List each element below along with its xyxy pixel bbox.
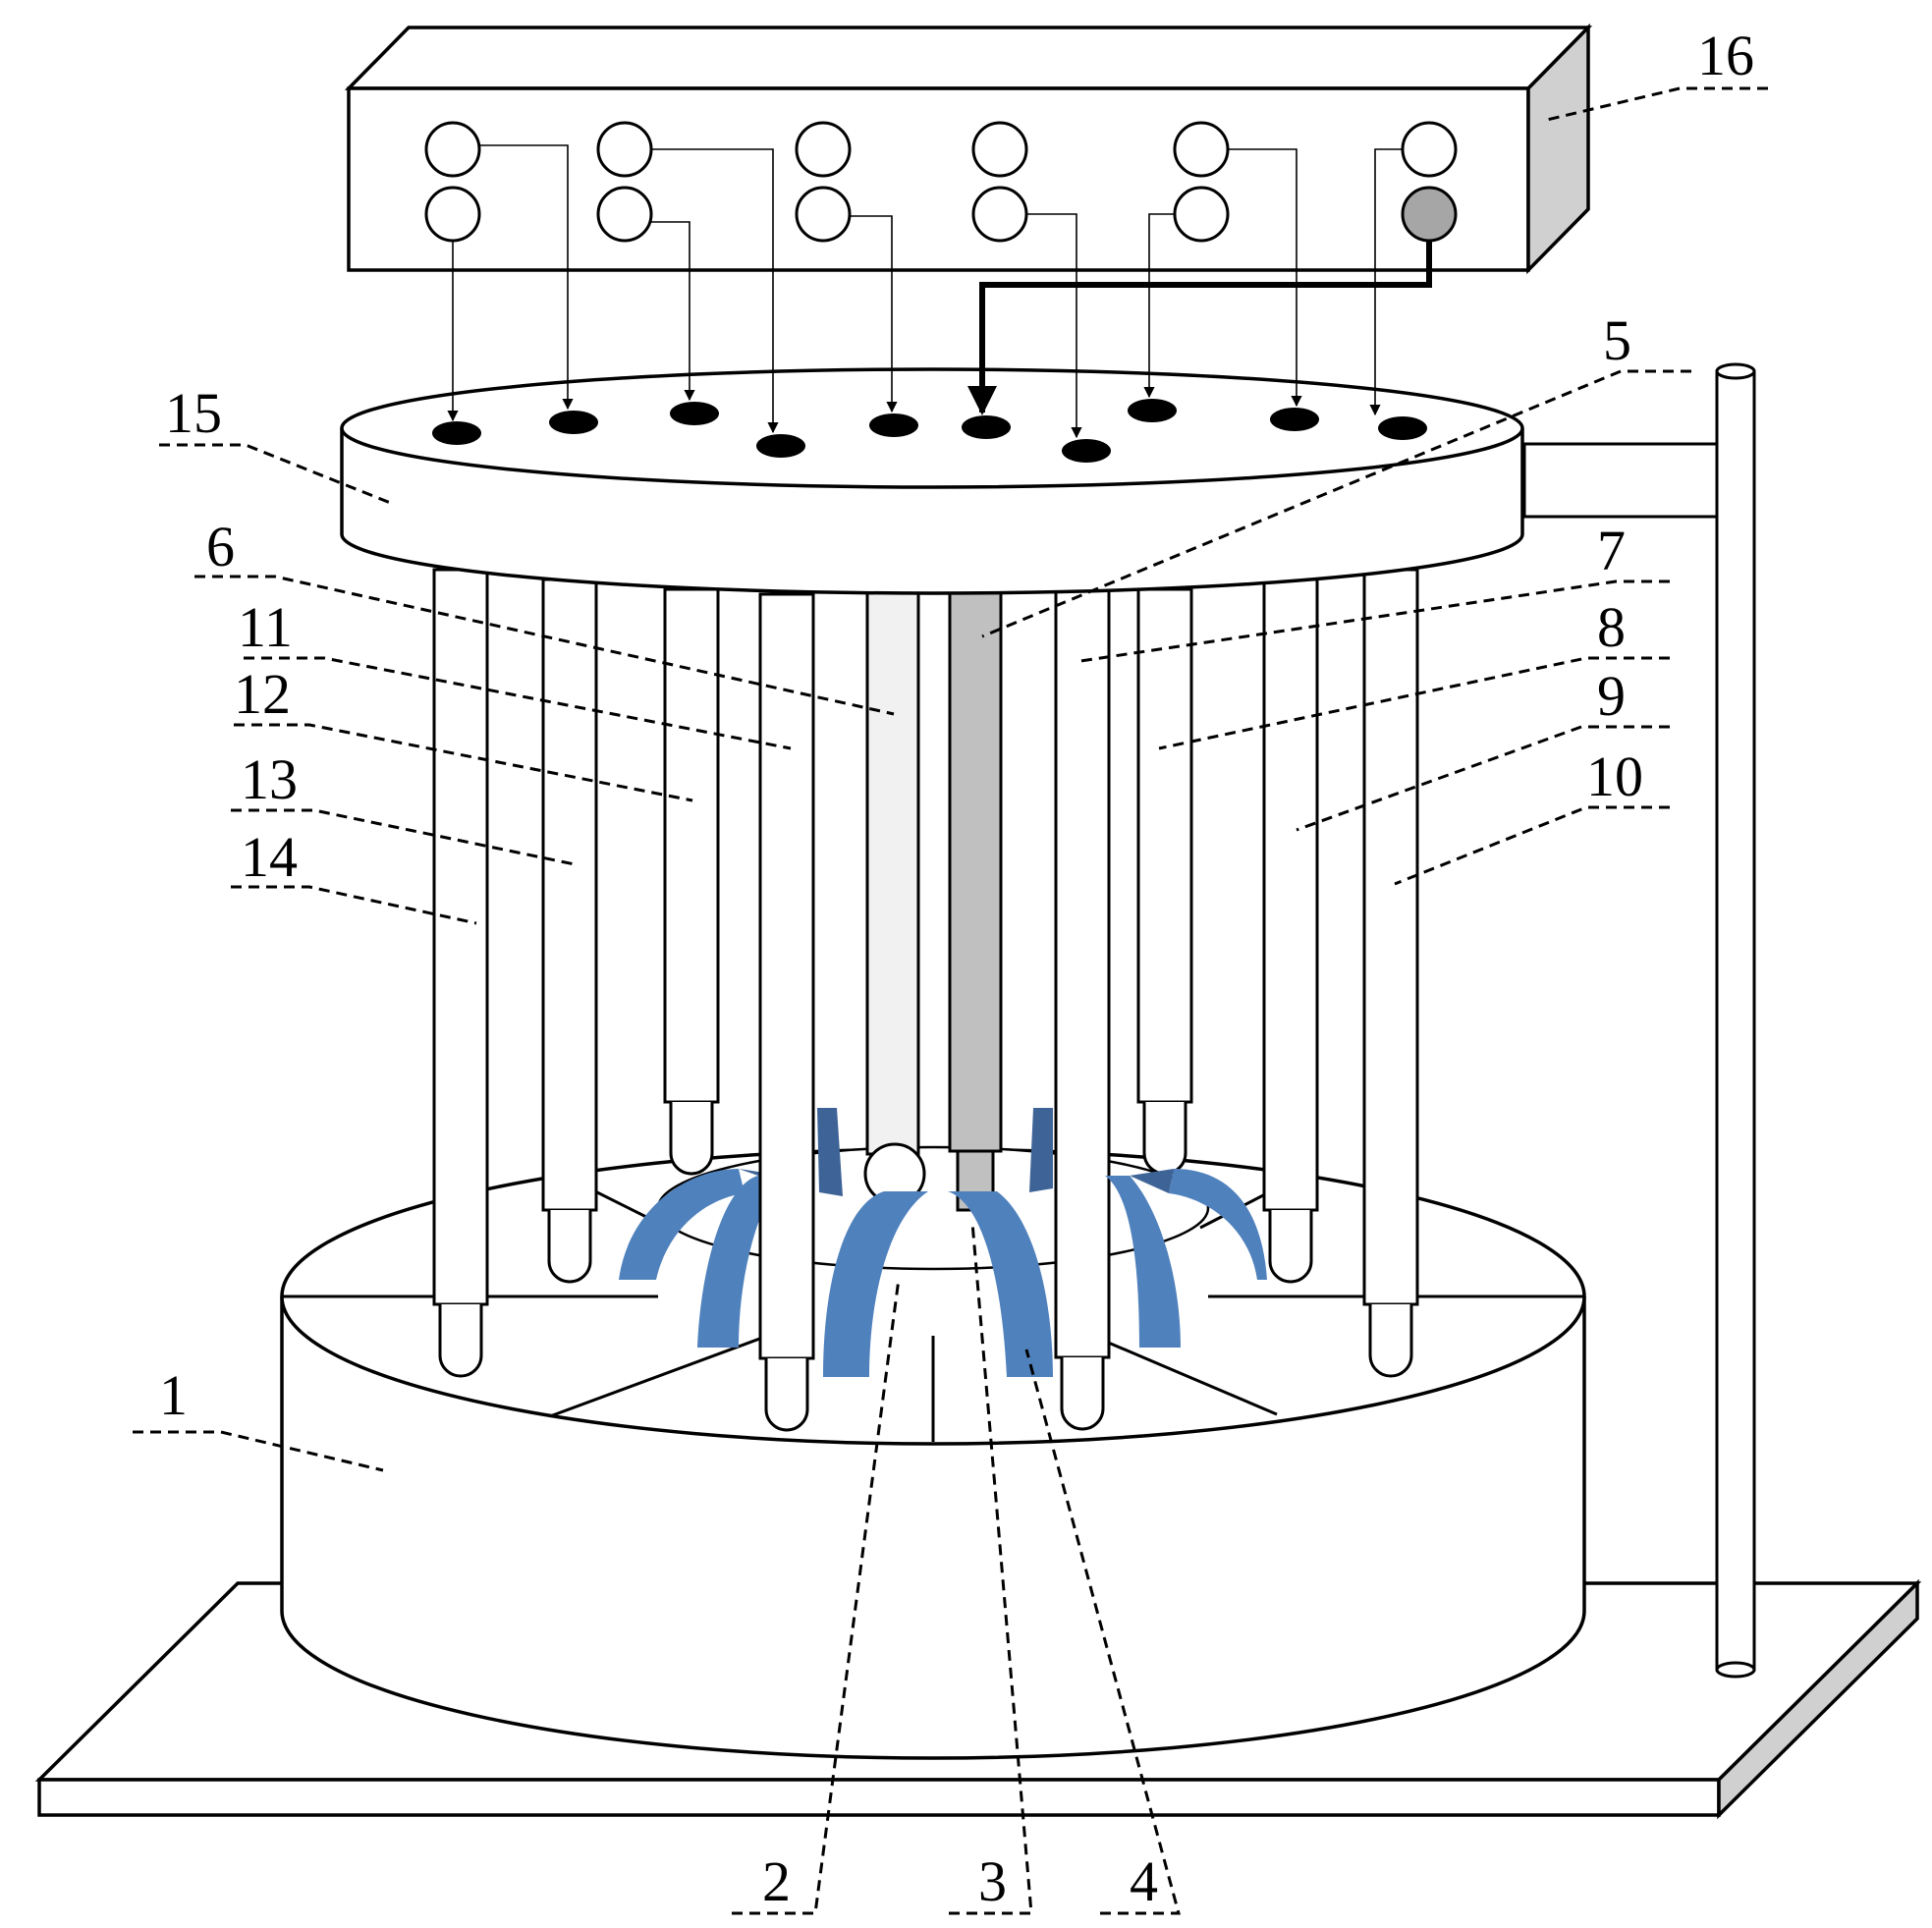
tube-14: [432, 568, 489, 1378]
label-13: 13: [241, 747, 298, 811]
labels: 1 2 3 4 5 6 7 8 9 10 11 12 13 14 15 16: [159, 24, 1754, 1913]
label-10: 10: [1586, 744, 1643, 808]
connection-ports: [424, 121, 1458, 243]
label-3: 3: [978, 1849, 1007, 1913]
leader-lines: [133, 86, 1768, 1915]
tube-13: [541, 578, 598, 1284]
central-rods: [863, 587, 1003, 1212]
label-15: 15: [165, 381, 222, 445]
label-4: 4: [1130, 1849, 1158, 1913]
label-14: 14: [241, 825, 298, 889]
label-5: 5: [1603, 308, 1631, 372]
label-11: 11: [238, 595, 293, 659]
tube-9: [1262, 578, 1319, 1284]
label-9: 9: [1597, 664, 1626, 728]
rod-6: [865, 587, 920, 1156]
shaft-5: [948, 587, 1003, 1153]
label-2: 2: [762, 1849, 791, 1913]
label-16: 16: [1697, 24, 1754, 87]
label-7: 7: [1597, 519, 1626, 582]
label-6: 6: [206, 515, 235, 578]
label-12: 12: [234, 662, 291, 726]
wires: [447, 144, 1432, 439]
tube-11: [758, 592, 815, 1432]
label-1: 1: [159, 1363, 188, 1427]
control-box: [344, 23, 1593, 275]
impeller-blades: [619, 1108, 1267, 1377]
tube-7: [1054, 587, 1111, 1431]
disc-plate: [340, 367, 1524, 595]
tube-8: [1136, 587, 1193, 1176]
contact-pads: [432, 399, 1427, 463]
front-tubes: [758, 592, 815, 1432]
tube-12: [663, 587, 720, 1176]
support-stand: [1522, 362, 1756, 1679]
tube-10: [1362, 568, 1419, 1378]
label-8: 8: [1597, 595, 1626, 659]
